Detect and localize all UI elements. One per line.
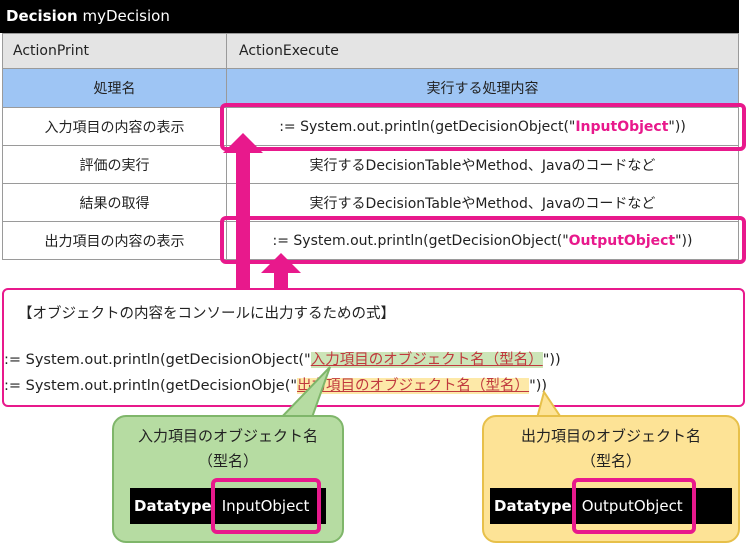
- column-process-name: 処理名: [2, 68, 227, 108]
- output-callout-subtitle: （型名）: [580, 452, 641, 470]
- highlight-input-row: [220, 103, 746, 151]
- input-callout-subtitle: （型名）: [197, 452, 258, 470]
- output-datatype-label: Datatype OutputObject: [490, 488, 732, 524]
- code-prefix: := System.out.println(getDecisionObject(…: [272, 232, 569, 249]
- column-process-content: 実行する処理内容: [226, 68, 739, 108]
- formula-code-end: ")): [529, 378, 548, 394]
- header-action-print-label: ActionPrint: [13, 43, 90, 59]
- table-row-name: 評価の実行: [2, 145, 227, 184]
- datatype-output-object: OutputObject: [581, 497, 683, 515]
- input-datatype-label: Datatype InputObject: [130, 488, 326, 524]
- code-prefix: := System.out.println(getDecisionObject(…: [279, 118, 576, 135]
- formula-line-output: := System.out.println(getDecisionObje("出…: [4, 374, 547, 395]
- output-object-name: OutputObject: [568, 232, 676, 249]
- table-row-name: 入力項目の内容の表示: [2, 107, 227, 146]
- table-row-name: 出力項目の内容の表示: [2, 221, 227, 260]
- column-process-name-label: 処理名: [93, 81, 136, 97]
- datatype-keyword: Datatype: [494, 497, 572, 515]
- table-row-name: 結果の取得: [2, 183, 227, 222]
- row-name-text: 評価の実行: [79, 157, 150, 174]
- formula-heading: 【オブジェクトの内容をコンソールに出力するための式】: [18, 306, 395, 322]
- row-content-text: 実行するDecisionTableやMethod、Javaのコードなど: [309, 157, 656, 174]
- formula-code: := System.out.println(getDecisionObje: [4, 378, 285, 394]
- header-action-print: ActionPrint: [2, 33, 227, 69]
- code-suffix: ")): [668, 118, 686, 135]
- header-action-execute-label: ActionExecute: [239, 43, 339, 59]
- table-row-content: := System.out.println(getDecisionObject(…: [226, 221, 739, 260]
- row-name-text: 出力項目の内容の表示: [44, 233, 185, 250]
- row-name-text: 結果の取得: [79, 195, 150, 212]
- formula-code-end: ")): [542, 352, 561, 368]
- highlight-input-datatype: [211, 478, 321, 534]
- decision-keyword: Decision: [6, 7, 78, 25]
- formula-line-input: := System.out.println(getDecisionObject(…: [4, 348, 561, 369]
- row-content-text: := System.out.println(getDecisionObject(…: [279, 119, 686, 135]
- column-process-content-label: 実行する処理内容: [426, 81, 539, 97]
- highlight-output-row: [220, 216, 746, 264]
- input-object-placeholder: 入力項目のオブジェクト名（型名）: [310, 352, 543, 368]
- row-name-text: 入力項目の内容の表示: [44, 119, 185, 136]
- output-callout-title: 出力項目のオブジェクト名: [520, 427, 701, 445]
- input-callout-title: 入力項目のオブジェクト名: [137, 427, 318, 445]
- datatype-keyword: Datatype: [134, 497, 212, 515]
- output-object-placeholder: 出力項目のオブジェクト名（型名）: [297, 378, 530, 394]
- arrow-up-output: [261, 253, 301, 293]
- row-content-text: := System.out.println(getDecisionObject(…: [273, 233, 693, 249]
- highlight-output-datatype: [572, 478, 696, 534]
- code-suffix: ")): [675, 232, 693, 249]
- formula-code-tail: (": [284, 378, 298, 394]
- decision-name: myDecision: [82, 7, 170, 25]
- datatype-input-object: InputObject: [221, 497, 310, 515]
- formula-code: := System.out.println(getDecisionObject(…: [4, 352, 311, 368]
- input-object-name: InputObject: [575, 118, 669, 135]
- row-content-text: 実行するDecisionTableやMethod、Javaのコードなど: [309, 195, 656, 212]
- header-action-execute: ActionExecute: [226, 33, 739, 69]
- decision-title-bar: Decision myDecision: [0, 0, 739, 33]
- arrow-up-input: [223, 133, 263, 293]
